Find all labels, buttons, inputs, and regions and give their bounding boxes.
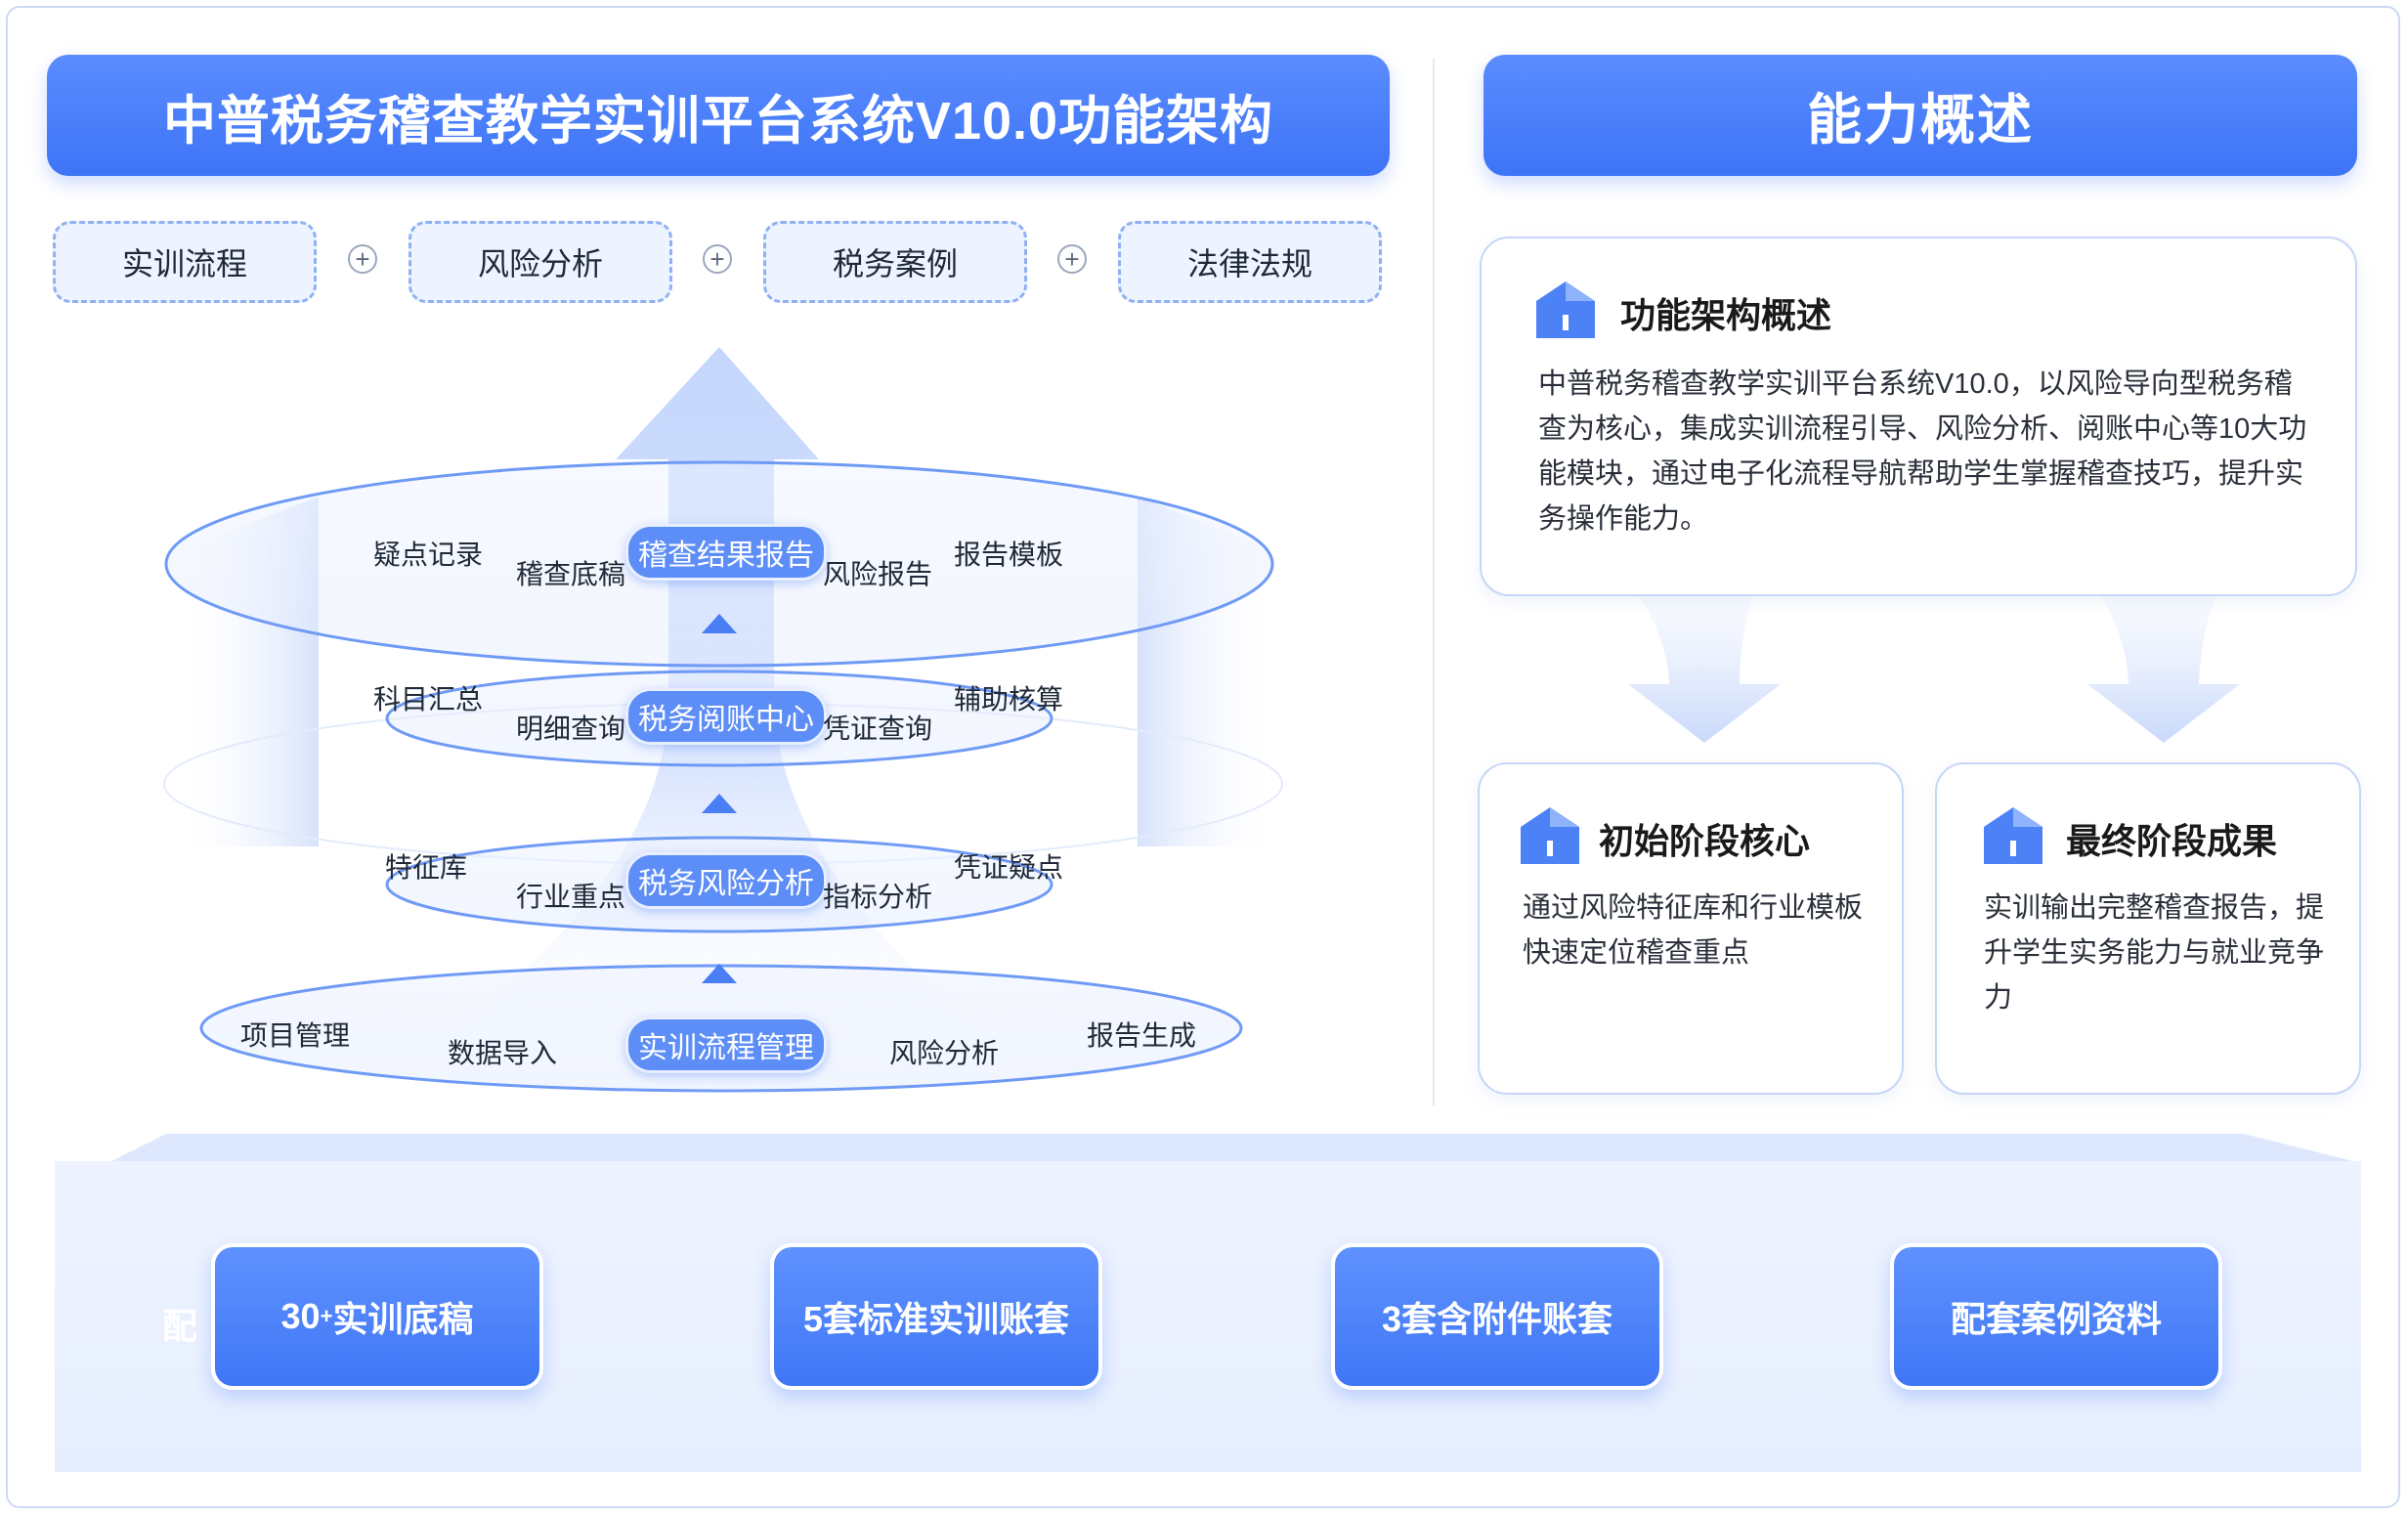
resource-drafts: 30+实训底稿 <box>211 1243 543 1390</box>
plus-symbol: + <box>710 244 725 274</box>
layer1-core: 稽查结果报告 <box>625 524 827 581</box>
stage-final-title: 最终阶段成果 <box>2066 821 2278 861</box>
plus-icon: + <box>348 244 377 274</box>
up-triangle-icon <box>702 794 737 813</box>
layer4-core: 实训流程管理 <box>625 1017 827 1073</box>
stage-initial-title: 初始阶段核心 <box>1599 821 1811 861</box>
house-icon <box>1984 807 2042 864</box>
layer4-item: 项目管理 <box>240 1020 351 1051</box>
stage-initial-text: 通过风险特征库和行业模板快速定位稽查重点 <box>1523 892 1864 969</box>
up-triangle-icon <box>702 614 737 633</box>
house-icon <box>1521 807 1579 864</box>
resource-case-materials: 配套案例资料 <box>1890 1243 2222 1390</box>
layer1-item: 风险报告 <box>823 559 933 589</box>
base-top-band <box>108 1134 2361 1163</box>
stage-card-initial: 初始阶段核心 通过风险特征库和行业模板快速定位稽查重点 <box>1478 762 1904 1095</box>
layer2-item: 明细查询 <box>516 714 626 744</box>
layer3-core: 税务风险分析 <box>625 852 827 909</box>
column-divider <box>1433 59 1435 1106</box>
up-triangle-icon <box>702 964 737 983</box>
module-pill-risk-analysis: 风险分析 <box>408 221 672 303</box>
overview-text: 中普税务稽查教学实训平台系统V10.0，以风险导向型税务稽查为核心，集成实训流程… <box>1538 368 2307 535</box>
layer4-item: 风险分析 <box>889 1038 1000 1068</box>
resource-drafts-label: 实训底稿 <box>332 1299 474 1339</box>
layer3-item: 凭证疑点 <box>954 852 1064 883</box>
plus-symbol: + <box>1064 244 1080 274</box>
layer4-item: 报告生成 <box>1087 1020 1197 1051</box>
resource-attachment-accounts: 3套含附件账套 <box>1331 1243 1663 1390</box>
layer2-item: 凭证查询 <box>823 714 933 744</box>
module-pill-laws: 法律法规 <box>1118 221 1382 303</box>
outer-frame <box>6 6 2400 1508</box>
layer1-item: 稽查底稿 <box>516 559 626 589</box>
overview-card: 功能架构概述 中普税务稽查教学实训平台系统V10.0，以风险导向型税务稽查为核心… <box>1480 237 2357 596</box>
module-label: 实训流程 <box>121 246 247 281</box>
plus-icon: + <box>703 244 732 274</box>
plus-icon: + <box>1057 244 1087 274</box>
layer1-item: 报告模板 <box>954 540 1064 570</box>
main-title: 中普税务稽查教学实训平台系统V10.0功能架构 <box>162 91 1274 151</box>
module-label: 风险分析 <box>477 246 603 281</box>
plus-symbol: + <box>355 244 370 274</box>
side-title: 能力概述 <box>1807 88 2034 151</box>
layer3-item: 指标分析 <box>823 882 933 912</box>
layer3-item: 行业重点 <box>516 882 626 912</box>
module-label: 法律法规 <box>1186 246 1312 281</box>
layer3-item: 特征库 <box>385 852 468 883</box>
layer2-item: 辅助核算 <box>954 684 1064 714</box>
stage-card-final: 最终阶段成果 实训输出完整稽查报告，提升学生实务能力与就业竞争力 <box>1935 762 2361 1095</box>
resource-standard-accounts: 5套标准实训账套 <box>770 1243 1102 1390</box>
house-icon <box>1536 281 1595 338</box>
resource-drafts-sup: + <box>320 1304 333 1328</box>
layer1-item: 疑点记录 <box>373 540 484 570</box>
layer2-item: 科目汇总 <box>373 684 484 714</box>
main-title-banner: 中普税务稽查教学实训平台系统V10.0功能架构 <box>47 55 1390 176</box>
stage-final-text: 实训输出完整稽查报告，提升学生实务能力与就业竞争力 <box>1984 892 2325 1014</box>
module-label: 税务案例 <box>832 246 958 281</box>
layer2-core: 税务阅账中心 <box>625 688 827 745</box>
overview-title: 功能架构概述 <box>1620 295 1832 335</box>
module-pill-training-flow: 实训流程 <box>53 221 317 303</box>
layer4-item: 数据导入 <box>448 1038 558 1068</box>
resource-drafts-num: 30 <box>280 1296 321 1336</box>
ghost-label: 配 <box>162 1306 198 1346</box>
module-pill-tax-cases: 税务案例 <box>763 221 1027 303</box>
side-title-banner: 能力概述 <box>1484 55 2357 176</box>
